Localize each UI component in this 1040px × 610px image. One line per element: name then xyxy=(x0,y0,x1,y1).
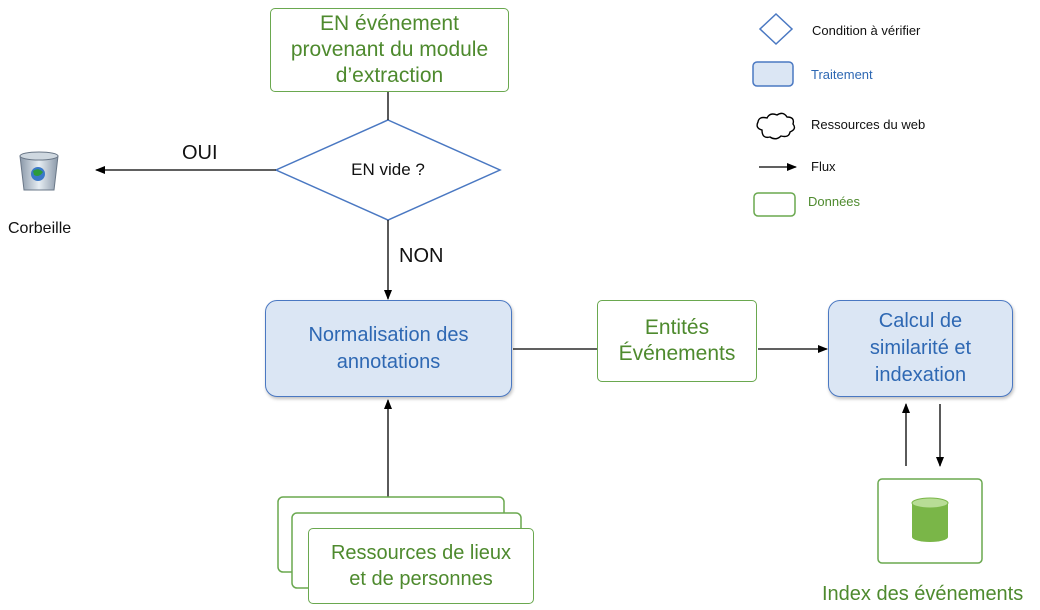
trash-bin-icon xyxy=(19,151,59,191)
legend-data-swatch xyxy=(753,192,796,217)
resources-label: Ressources de lieux et de personnes xyxy=(330,542,512,590)
legend-treatment-swatch xyxy=(752,61,794,87)
database-cylinder-icon xyxy=(911,497,949,542)
condition-label: EN vide ? xyxy=(351,160,425,179)
legend-diamond-icon xyxy=(758,12,794,46)
similarity-label: Calcul de similarité et indexation xyxy=(869,310,972,386)
resources-data-box: Ressources de lieux et de personnes xyxy=(308,528,534,604)
legend-web-resources-label: Ressources du web xyxy=(811,117,926,132)
entities-data-box: Entités Événements xyxy=(597,300,757,382)
input-event-box: EN événement provenant du module d’extra… xyxy=(270,8,509,92)
edge-label-yes: OUI xyxy=(182,142,218,164)
legend-condition-label: Condition à vérifier xyxy=(812,23,921,38)
legend-data-label: Données xyxy=(808,194,861,209)
trash-label: Corbeille xyxy=(8,220,72,237)
cloud-icon xyxy=(756,112,796,140)
normalisation-label: Normalisation des annotations xyxy=(308,323,469,373)
edge-label-no: NON xyxy=(399,245,444,267)
similarity-process: Calcul de similarité et indexation xyxy=(828,300,1013,397)
legend-treatment-label: Traitement xyxy=(811,67,873,82)
normalisation-process: Normalisation des annotations xyxy=(265,300,512,397)
index-label: Index des événements xyxy=(822,583,1024,605)
entities-label: Entités Événements xyxy=(618,316,736,365)
legend-flow-label: Flux xyxy=(811,159,836,174)
input-event-label: EN événement provenant du module d’extra… xyxy=(290,12,489,87)
